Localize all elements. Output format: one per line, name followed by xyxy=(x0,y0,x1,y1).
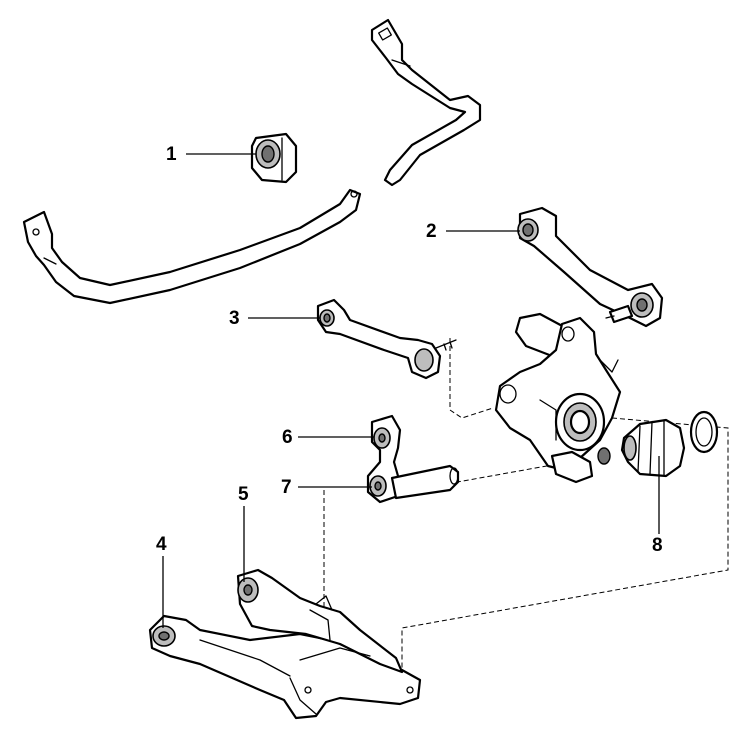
callout-6: 6 xyxy=(282,427,293,448)
callout-2: 2 xyxy=(426,221,437,242)
callout-7: 7 xyxy=(281,477,292,498)
callout-4: 4 xyxy=(156,534,167,555)
stabilizer-bar xyxy=(22,18,482,305)
callout-8: 8 xyxy=(652,535,663,556)
wheel-carrier xyxy=(494,312,622,484)
upper-control-arm xyxy=(517,206,664,328)
callout-1: 1 xyxy=(166,144,177,165)
callout-3: 3 xyxy=(229,308,240,329)
toe-control-link xyxy=(316,298,457,380)
stabilizer-bushing xyxy=(250,132,298,184)
lower-control-arm xyxy=(148,568,422,720)
integral-link xyxy=(366,414,460,504)
callout-5: 5 xyxy=(238,484,249,505)
drive-shaft-boot-seal xyxy=(620,410,719,478)
leader-lines xyxy=(162,153,660,628)
